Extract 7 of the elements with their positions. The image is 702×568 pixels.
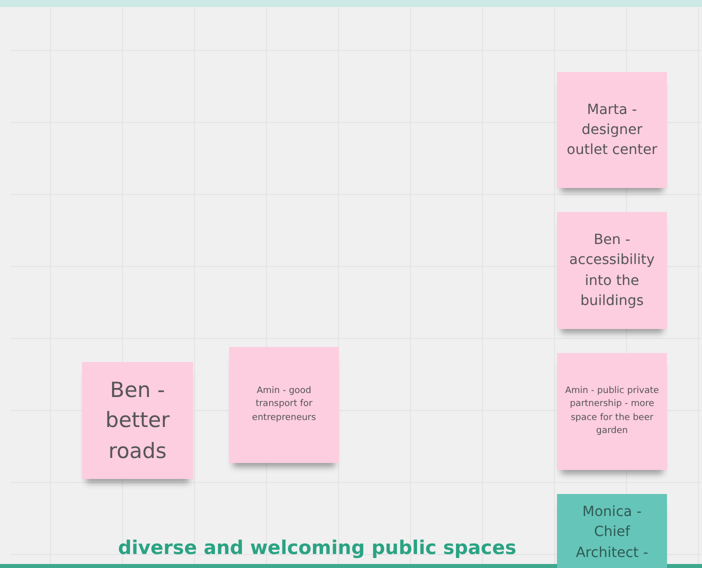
sticky-note: Amin - public private partnership - more space for the beer garden <box>557 353 667 470</box>
sticky-note: Monica - Chief Architect - <box>557 494 667 568</box>
sticky-note: Marta - designer outlet center <box>557 72 667 188</box>
sticky-note: Amin - good transport for entrepreneurs <box>229 347 339 463</box>
sticky-note: Ben - accessibility into the buildings <box>557 212 667 329</box>
section-heading: diverse and welcoming public spaces <box>118 537 516 559</box>
sticky-note: Ben - better roads <box>82 362 193 479</box>
